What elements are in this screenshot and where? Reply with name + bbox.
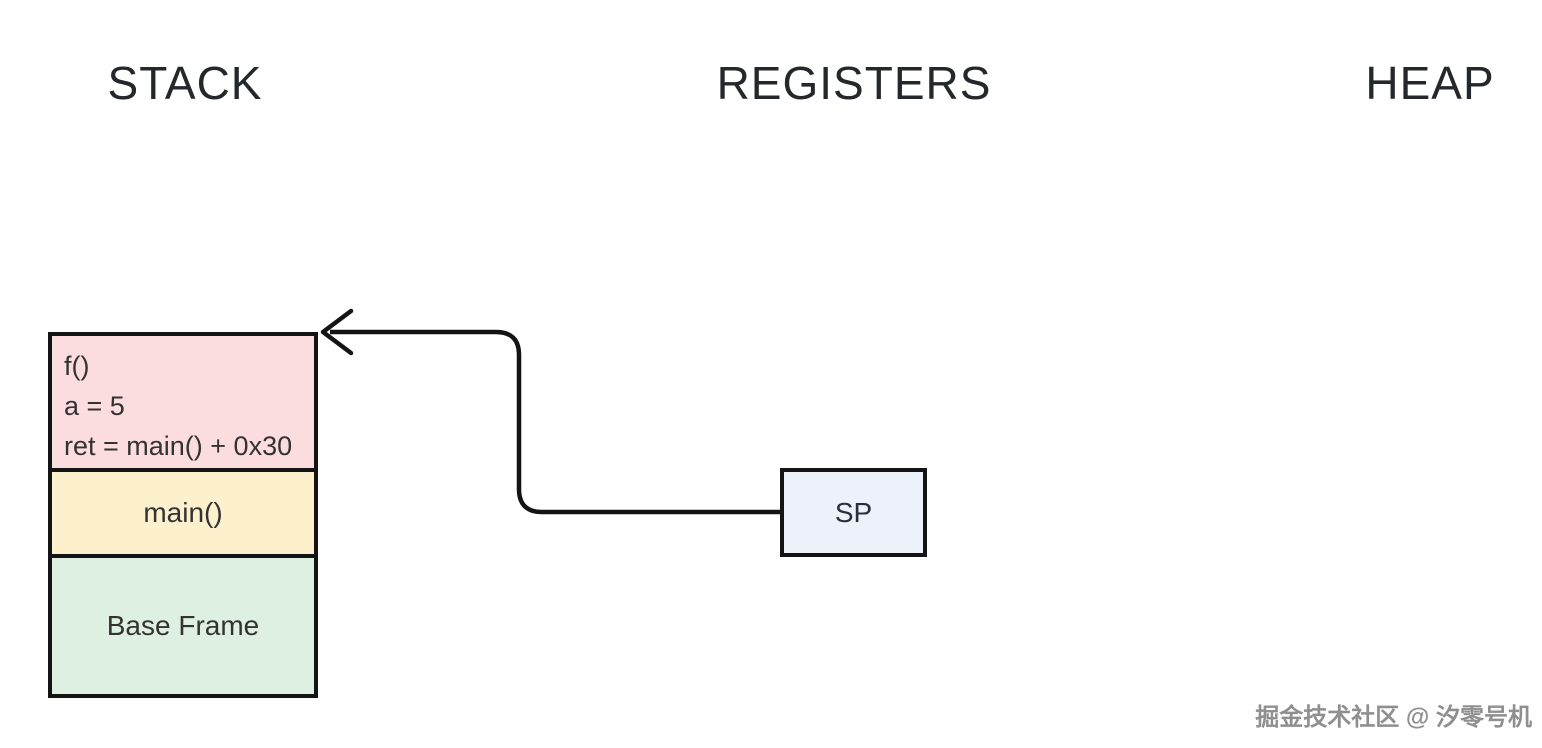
registers-heading: REGISTERS xyxy=(716,57,992,109)
frame-line: a = 5 xyxy=(64,391,125,421)
stack-frame-f: f() a = 5 ret = main() + 0x30 xyxy=(48,332,318,472)
heap-heading: HEAP xyxy=(1365,57,1495,109)
watermark: 掘金技术社区 @ 汐零号机 xyxy=(1255,704,1532,731)
stack-frames-container: f() a = 5 ret = main() + 0x30 main() Bas… xyxy=(48,332,318,698)
stack-frame-main: main() xyxy=(48,468,318,558)
frame-line: Base Frame xyxy=(106,610,260,641)
frame-line: main() xyxy=(143,497,223,528)
frame-line: ret = main() + 0x30 xyxy=(64,431,293,461)
sp-register-label: SP xyxy=(834,496,873,528)
stack-frame-base: Base Frame xyxy=(48,554,318,698)
stack-heading: STACK xyxy=(107,57,263,109)
frame-line: f() xyxy=(64,351,90,381)
sp-register-box: SP xyxy=(780,468,927,557)
